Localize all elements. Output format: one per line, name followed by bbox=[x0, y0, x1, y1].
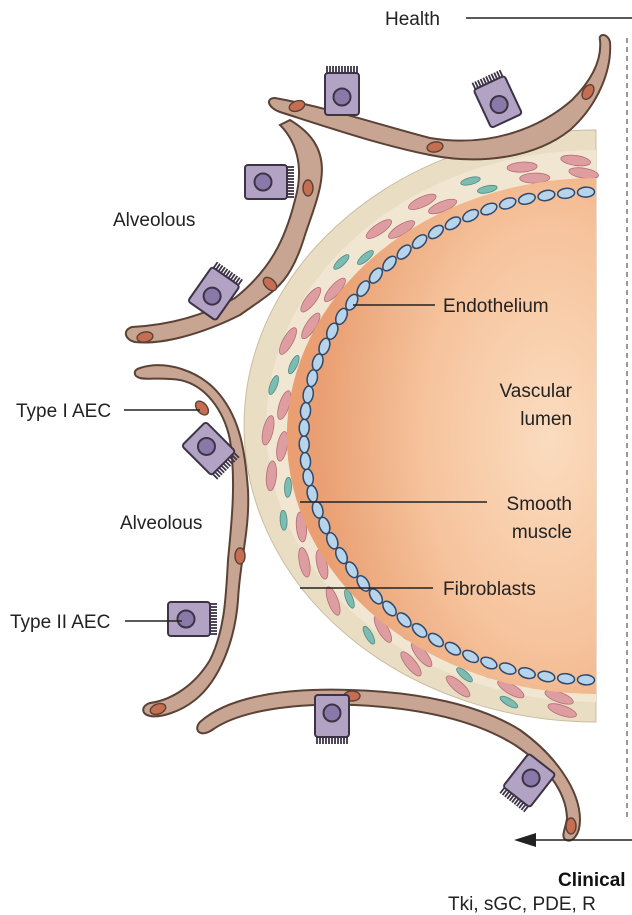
endothelial-cell bbox=[299, 436, 309, 453]
type2-nucleus bbox=[334, 89, 351, 106]
type1-aec-label: Type I AEC bbox=[16, 401, 111, 422]
endothelial-cell bbox=[577, 675, 594, 686]
type2-aec-cell bbox=[168, 602, 217, 636]
clinical-arrow-head bbox=[514, 833, 536, 847]
therapies-label: Tki, sGC, PDE, R bbox=[448, 894, 596, 915]
type2-nucleus bbox=[178, 611, 195, 628]
type1-nucleus bbox=[566, 818, 576, 834]
type2-aec-label: Type II AEC bbox=[10, 612, 110, 633]
lower-alveolar-membrane bbox=[135, 365, 249, 716]
alveolous-bottom-label: Alveolous bbox=[120, 513, 202, 534]
type2-aec-cell bbox=[315, 695, 349, 744]
type1-nucleus bbox=[193, 399, 211, 418]
endothelium-label: Endothelium bbox=[443, 296, 549, 317]
fibroblasts-label: Fibroblasts bbox=[443, 579, 536, 600]
muscle-label: muscle bbox=[512, 522, 572, 543]
smooth-label: Smooth bbox=[507, 494, 572, 515]
type2-aec-cell bbox=[471, 69, 523, 128]
clinical-label: Clinical bbox=[558, 870, 626, 891]
vascular-label: Vascular bbox=[499, 381, 572, 402]
type2-aec-cell bbox=[245, 165, 294, 199]
endothelial-cell bbox=[299, 419, 309, 436]
alveolous-top-label: Alveolous bbox=[113, 210, 195, 231]
health-label: Health bbox=[385, 9, 440, 30]
lumen-label: lumen bbox=[520, 409, 572, 430]
endothelial-cell bbox=[577, 187, 594, 198]
type2-nucleus bbox=[255, 174, 272, 191]
type2-nucleus bbox=[324, 705, 341, 722]
type1-membrane-lower-left bbox=[135, 365, 249, 716]
type2-aec-cell bbox=[325, 66, 359, 115]
type1-nucleus bbox=[303, 180, 313, 196]
type1-nucleus bbox=[235, 548, 245, 564]
